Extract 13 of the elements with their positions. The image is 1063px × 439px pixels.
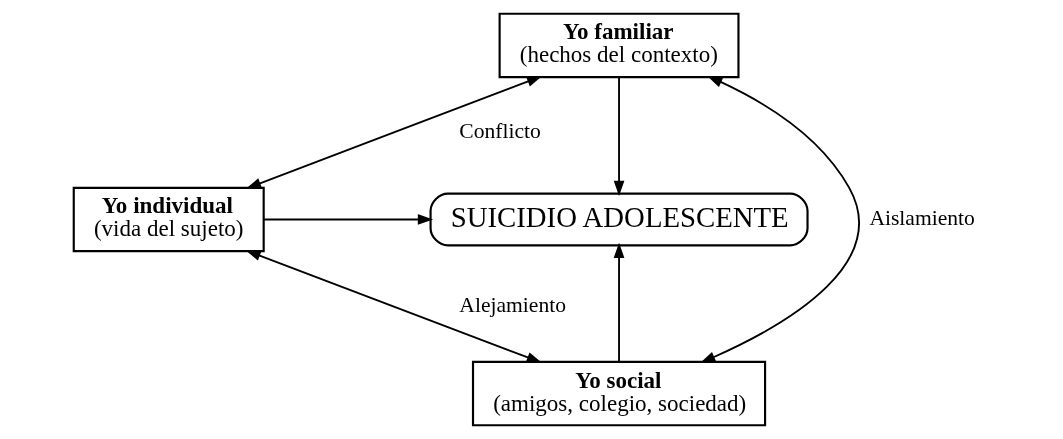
node-box: SUICIDIO ADOLESCENTE bbox=[429, 192, 809, 247]
node-box: Yo individual (vida del sujeto) bbox=[72, 186, 265, 253]
edge-label: Aislamiento bbox=[868, 206, 975, 231]
arrow bbox=[245, 76, 542, 189]
edge-label: Alejamiento bbox=[458, 293, 566, 318]
node-box: Yo familiar (hechos del contexto) bbox=[498, 12, 740, 79]
arrow bbox=[613, 242, 624, 363]
edge-label: Conflicto bbox=[458, 119, 541, 144]
node-box: Yo social (amigos, colegio, sociedad) bbox=[471, 360, 766, 427]
arrow bbox=[245, 250, 542, 363]
arrow bbox=[699, 75, 860, 363]
arrow bbox=[262, 214, 433, 225]
arrow bbox=[613, 76, 624, 196]
